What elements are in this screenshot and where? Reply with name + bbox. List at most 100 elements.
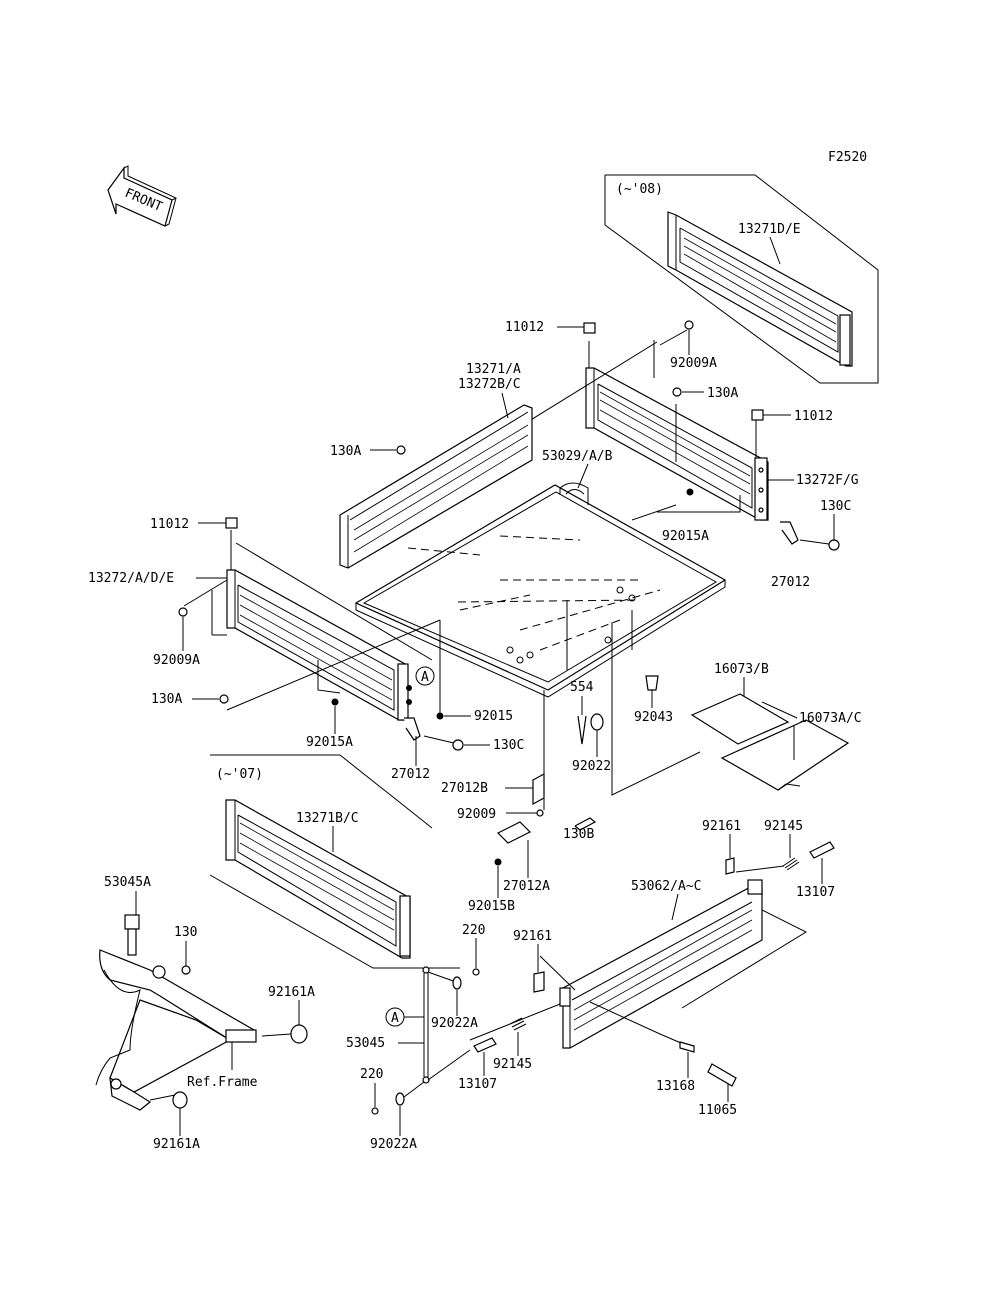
label-130a-top: 130A	[330, 444, 361, 459]
nut-icon	[686, 488, 694, 496]
bracket-icon	[532, 772, 545, 806]
label-92161-t: 92161	[702, 819, 741, 834]
label-130: 130	[174, 925, 197, 940]
washer-icon	[452, 976, 462, 990]
label-130b: 130B	[563, 827, 594, 842]
label-92015a-b: 92015A	[306, 735, 353, 750]
figure-code: F2520	[828, 150, 867, 165]
label-53045a: 53045A	[104, 875, 151, 890]
label-27012a: 27012A	[503, 879, 550, 894]
label-554: 554	[570, 680, 594, 695]
pin-icon	[473, 1037, 497, 1053]
label-92043: 92043	[634, 710, 673, 725]
ref-label: Ref.Frame	[187, 1075, 258, 1090]
label-130c-r: 130C	[820, 499, 851, 514]
label-11065: 11065	[698, 1103, 737, 1118]
bolt-icon	[219, 694, 229, 704]
label-13107-m: 13107	[458, 1077, 497, 1092]
label-53029: 53029/A/B	[542, 449, 613, 464]
bracket-icon	[496, 821, 532, 844]
label-13271de: 13271D/E	[738, 222, 801, 237]
label-130a-r: 130A	[707, 386, 738, 401]
hinge-icon	[725, 857, 735, 875]
label-92022: 92022	[572, 759, 611, 774]
ref-frame	[95, 949, 257, 1111]
clip-icon	[178, 607, 188, 617]
label-11012-top: 11012	[505, 320, 544, 335]
spring-icon	[782, 857, 800, 871]
label-53045: 53045	[346, 1036, 385, 1051]
tailgate	[559, 879, 763, 1049]
label-11012-l: 11012	[150, 517, 189, 532]
bolt-icon	[472, 968, 480, 976]
latch-icon	[124, 914, 140, 956]
marker-a-1: A	[421, 670, 429, 685]
label-92015a-r: 92015A	[662, 529, 709, 544]
label-92022a-b: 92022A	[370, 1137, 417, 1152]
bolt-icon	[181, 965, 191, 975]
label-92161-m: 92161	[513, 929, 552, 944]
pin-icon	[577, 715, 587, 745]
hinge-rod-icon	[589, 1001, 689, 1047]
group-box-08: (~'08)	[604, 174, 879, 384]
label-27012-r: 27012	[771, 575, 810, 590]
nut-icon	[331, 698, 339, 706]
bolt-icon	[672, 387, 682, 397]
pin-icon	[707, 1063, 737, 1087]
pin-icon	[645, 675, 659, 691]
label-16073b: 16073/B	[714, 662, 769, 677]
nut-icon	[494, 858, 502, 866]
pin-icon	[809, 841, 835, 859]
label-130c-b: 130C	[493, 738, 524, 753]
label-11012-r: 11012	[794, 409, 833, 424]
label-92009a-l: 92009A	[153, 653, 200, 668]
hinge-bracket-icon	[780, 521, 799, 545]
nut-icon	[436, 712, 444, 720]
label-13107-r: 13107	[796, 885, 835, 900]
label-27012b: 27012B	[441, 781, 488, 796]
label-92145-t: 92145	[764, 819, 803, 834]
label-92161a-b: 92161A	[153, 1137, 200, 1152]
mat-pads	[690, 693, 850, 791]
label-92009: 92009	[457, 807, 496, 822]
label-130a-l: 130A	[151, 692, 182, 707]
right-side-panel	[585, 367, 769, 521]
label-92015: 92015	[474, 709, 513, 724]
washer-icon	[395, 1092, 405, 1106]
label-220-t: 220	[462, 923, 485, 938]
label-13272bc: 13272B/C	[458, 377, 521, 392]
marker-a-2: A	[391, 1011, 399, 1026]
bolt-icon	[452, 739, 464, 751]
label-13271bc: 13271B/C	[296, 811, 359, 826]
label-27012-b: 27012	[391, 767, 430, 782]
cable-assembly	[422, 966, 471, 1084]
label-13272fg: 13272F/G	[796, 473, 859, 488]
left-side-panel	[226, 569, 409, 721]
label-92161a-t: 92161A	[268, 985, 315, 1000]
label-13168: 13168	[656, 1079, 695, 1094]
group-07: (~'07)	[209, 754, 460, 969]
label-92145-m: 92145	[493, 1057, 532, 1072]
front-arrow-icon: FRONT	[107, 165, 177, 227]
label-92009a-top: 92009A	[670, 356, 717, 371]
cap-icon	[583, 322, 596, 334]
rear-side-panel	[339, 404, 533, 569]
label-13272ade: 13272/A/D/E	[88, 571, 174, 586]
label-16073ac: 16073A/C	[799, 711, 862, 726]
hinge-bracket-icon	[404, 717, 421, 741]
label-53062: 53062/A~C	[631, 879, 701, 894]
clip-icon	[536, 809, 544, 817]
washer-icon	[590, 713, 604, 731]
label-92015b: 92015B	[468, 899, 515, 914]
bolt-icon	[396, 445, 406, 455]
label-220-b: 220	[360, 1067, 383, 1082]
bolt-icon	[828, 539, 840, 551]
group-label-07: (~'07)	[216, 767, 263, 782]
group-label-08: (~'08)	[616, 182, 663, 197]
spring-icon	[509, 1017, 527, 1031]
bumper-icon	[290, 1024, 308, 1044]
label-13271a: 13271/A	[466, 362, 521, 377]
clip-icon	[684, 320, 694, 330]
cargo-bed	[354, 482, 727, 698]
